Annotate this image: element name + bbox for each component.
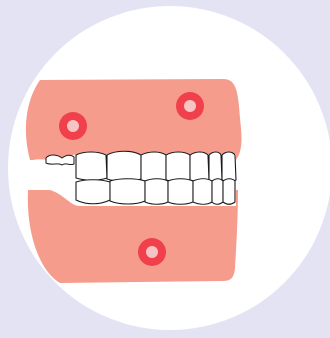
upper-tooth <box>141 152 166 182</box>
upper-tooth <box>209 152 222 182</box>
lower-tooth <box>168 179 193 205</box>
pressure-point-icon <box>59 112 87 140</box>
upper-gum <box>26 79 242 160</box>
lower-tooth <box>76 180 110 204</box>
lower-tooth <box>212 179 223 205</box>
lower-tooth <box>110 179 145 204</box>
pressure-point-icon <box>176 92 204 120</box>
lower-teeth <box>76 179 235 205</box>
lower-tooth <box>145 179 168 205</box>
lower-tooth <box>223 179 235 205</box>
pressure-point-icon <box>138 238 166 266</box>
upper-tooth <box>222 152 236 182</box>
upper-back-molar <box>46 155 74 165</box>
upper-tooth <box>107 151 141 181</box>
upper-tooth <box>76 152 107 180</box>
upper-tooth <box>166 152 190 182</box>
upper-teeth <box>76 151 236 181</box>
lower-tooth <box>193 179 212 205</box>
upper-tooth <box>190 152 209 182</box>
